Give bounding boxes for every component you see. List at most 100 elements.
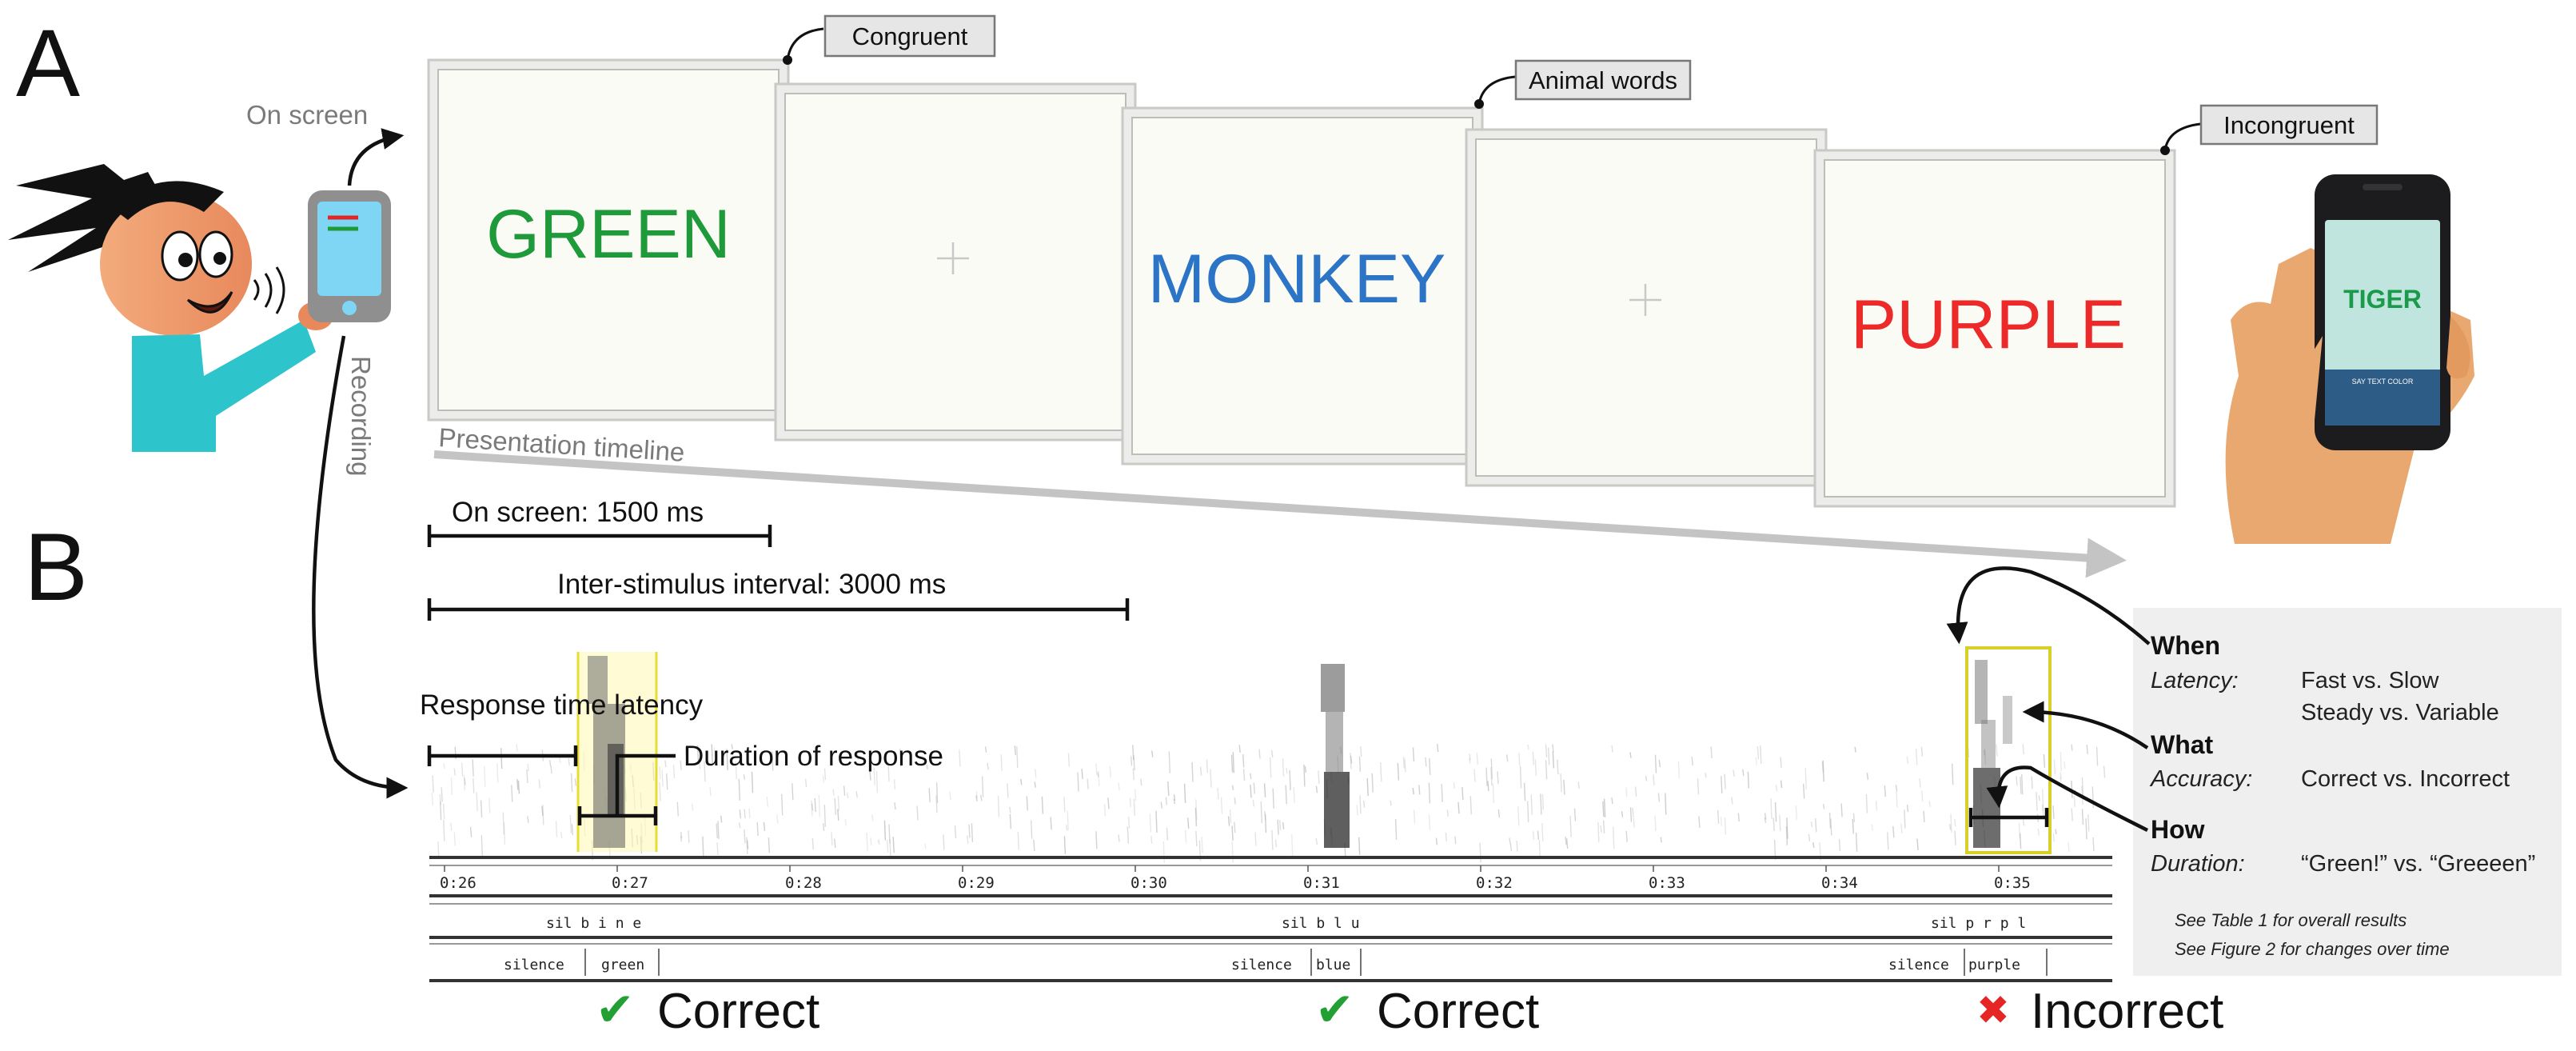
spectrogram-texture-line — [1527, 744, 1529, 750]
spectrogram-texture-line — [1950, 813, 1952, 833]
spectrogram-texture-line — [688, 830, 690, 843]
spectrogram-texture-line — [1358, 756, 1362, 772]
spectrogram-texture-line — [975, 790, 978, 798]
spectrogram-texture-line — [1206, 759, 1209, 773]
spectrogram-texture-line — [1921, 790, 1924, 802]
spectrogram-texture-line — [1234, 821, 1236, 833]
spectrogram-texture-line — [1168, 751, 1170, 773]
spectrogram-texture-line — [1597, 821, 1600, 842]
spectrogram-texture-line — [1232, 752, 1234, 773]
response-highlight-3 — [1965, 646, 2052, 854]
spectrogram-texture-line — [450, 777, 453, 795]
tick-label-7: 0:33 — [1649, 874, 1685, 892]
spectrogram-texture-line — [1081, 769, 1083, 780]
response-latency-line: Response time latency — [420, 689, 704, 721]
word-tier-left-3: silence — [1888, 957, 1949, 973]
spectrogram-texture-line — [1654, 754, 1657, 773]
spectrogram-texture-line — [437, 841, 440, 858]
duration-bracket-3 — [1968, 808, 2049, 827]
spectrogram-texture-line — [574, 778, 576, 786]
spectrogram-texture-line — [1557, 759, 1559, 775]
tick-label-5: 0:31 — [1303, 874, 1340, 892]
spectrogram-texture-line — [2103, 765, 2106, 778]
spectrogram-texture-line — [1506, 754, 1509, 762]
speech-burst-2 — [1321, 664, 1350, 848]
spectrogram-texture-line — [1183, 783, 1186, 803]
note-figure: See Figure 2 for changes over time — [2175, 939, 2450, 959]
spectrogram-texture-line — [1764, 813, 1767, 820]
tick-label-4: 0:30 — [1130, 874, 1167, 892]
spectrogram-texture-line — [1286, 768, 1288, 774]
spectrogram-texture-line — [1457, 801, 1460, 814]
spectrogram-texture-line — [1356, 805, 1358, 816]
spectrogram-texture-line — [1565, 837, 1567, 845]
result-label-2: Correct — [1377, 984, 1539, 1039]
spectrogram-texture-line — [1162, 841, 1165, 864]
spectrogram-texture-line — [1541, 822, 1544, 842]
spectrogram-texture-line — [1786, 817, 1788, 839]
spectrogram-texture-line — [1952, 763, 1954, 785]
on-screen-label: On screen — [246, 100, 368, 130]
spectrogram-texture-line — [704, 761, 706, 782]
tick-label-3: 0:29 — [958, 874, 995, 892]
spectrogram-texture-line — [1602, 820, 1605, 834]
spectrogram-texture-line — [2021, 773, 2024, 795]
spectrogram-texture-line — [488, 797, 491, 813]
spectrogram-texture-line — [1454, 836, 1457, 845]
spectrogram-texture-line — [1665, 793, 1667, 815]
tick-label-6: 0:32 — [1476, 874, 1513, 892]
spectrogram-texture-line — [453, 832, 456, 846]
spectrogram-texture-line — [844, 819, 847, 826]
spectrogram-texture-line — [450, 822, 453, 831]
tick-label-2: 0:28 — [785, 874, 822, 892]
spectrogram-texture-line — [461, 762, 464, 777]
spectrogram-texture-line — [738, 778, 740, 801]
spectrogram-texture-line — [560, 832, 563, 839]
spectrogram-texture-line — [1234, 797, 1236, 805]
spectrogram-texture-line — [1497, 809, 1501, 818]
spectrogram-texture-line — [1282, 821, 1285, 829]
recording-arrow — [312, 335, 409, 799]
svg-text:Animal words: Animal words — [1529, 66, 1677, 94]
spectrogram-texture-line — [1270, 757, 1272, 778]
spectrogram-texture-line — [480, 800, 483, 818]
spectrogram-texture-line — [709, 787, 712, 797]
spectrogram-texture-line — [1063, 797, 1066, 813]
phone-screen-word: TIGER — [2343, 285, 2422, 314]
spectrogram-texture-line — [1518, 753, 1521, 766]
spectrogram-texture-line — [2060, 752, 2062, 772]
spectrogram-texture-line — [1780, 780, 1783, 789]
spectrogram — [429, 646, 2112, 864]
spectrogram-texture-line — [676, 801, 679, 817]
spectrogram-texture-line — [781, 793, 784, 816]
tag-animal-words: Animal words — [1474, 59, 1692, 109]
word-tier: silence green silence blue silence purpl… — [429, 943, 2112, 982]
spectrogram-texture-line — [1272, 788, 1274, 809]
spectrogram-texture-line — [2041, 789, 2044, 812]
spectrogram-texture-line — [1130, 756, 1133, 766]
what-arrow — [2022, 701, 2149, 749]
spectrogram-texture-line — [1545, 760, 1548, 780]
spectrogram-texture-line — [684, 747, 688, 761]
spectrogram-texture-line — [716, 823, 718, 839]
spectrogram-texture-line — [1404, 758, 1406, 773]
recording-label: Recording — [346, 356, 376, 476]
spectrogram-texture-line — [856, 753, 859, 760]
spectrogram-texture-line — [1904, 809, 1906, 829]
spectrogram-texture-line — [1360, 745, 1362, 757]
spectrogram-texture-line — [1633, 817, 1635, 828]
spectrogram-texture-line — [1757, 746, 1760, 760]
spectrogram-texture-line — [886, 840, 889, 853]
spectrogram-texture-line — [1731, 797, 1733, 805]
spectrogram-texture-line — [1303, 764, 1306, 787]
spectrogram-texture-line — [463, 774, 465, 791]
stimulus-word-monkey: MONKEY — [1148, 241, 1446, 318]
spectrogram-texture-line — [1613, 826, 1615, 849]
phone-screen-caption: SAY TEXT COLOR — [2352, 378, 2414, 386]
spectrogram-texture-line — [1160, 801, 1162, 809]
spectrogram-texture-line — [954, 825, 957, 839]
spectrogram-texture-line — [1140, 778, 1142, 786]
spectrogram-texture-line — [1573, 808, 1577, 821]
spectrogram-texture-line — [2060, 772, 2062, 780]
